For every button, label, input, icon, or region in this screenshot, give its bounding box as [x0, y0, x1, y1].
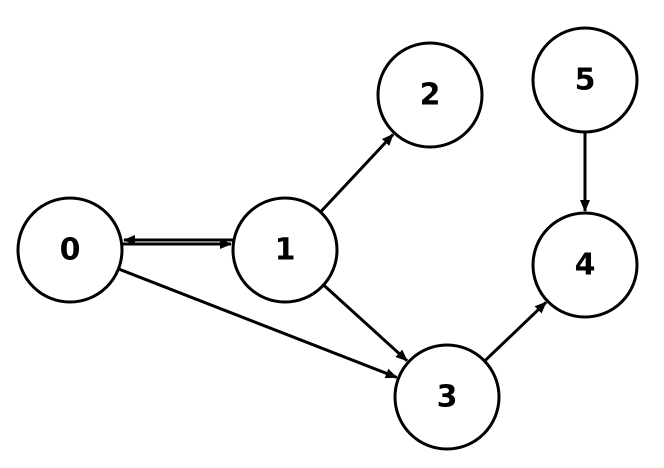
node-circle: [393, 343, 501, 451]
node-0: 0: [16, 196, 124, 304]
node-1: 1: [231, 196, 339, 304]
node-circle: [231, 196, 339, 304]
node-label: 4: [575, 248, 596, 283]
node-label: 5: [575, 63, 596, 98]
node-circle: [376, 41, 484, 149]
node-circle: [531, 211, 639, 319]
node-5: 5: [531, 26, 639, 134]
node-label: 2: [420, 78, 441, 113]
node-2: 2: [376, 41, 484, 149]
edges-layer: [117, 132, 590, 379]
node-circle: [16, 196, 124, 304]
node-4: 4: [531, 211, 639, 319]
edge-3-to-4: [483, 301, 548, 363]
nodes-layer: 0 1 2 3 4 5: [16, 26, 639, 451]
edge-0-to-3: [117, 267, 398, 379]
node-3: 3: [393, 343, 501, 451]
edge-1-to-3: [322, 283, 409, 362]
edge-1-to-2: [319, 133, 395, 214]
node-label: 3: [437, 380, 458, 415]
node-label: 0: [60, 233, 81, 268]
node-circle: [531, 26, 639, 134]
node-label: 1: [275, 233, 296, 268]
